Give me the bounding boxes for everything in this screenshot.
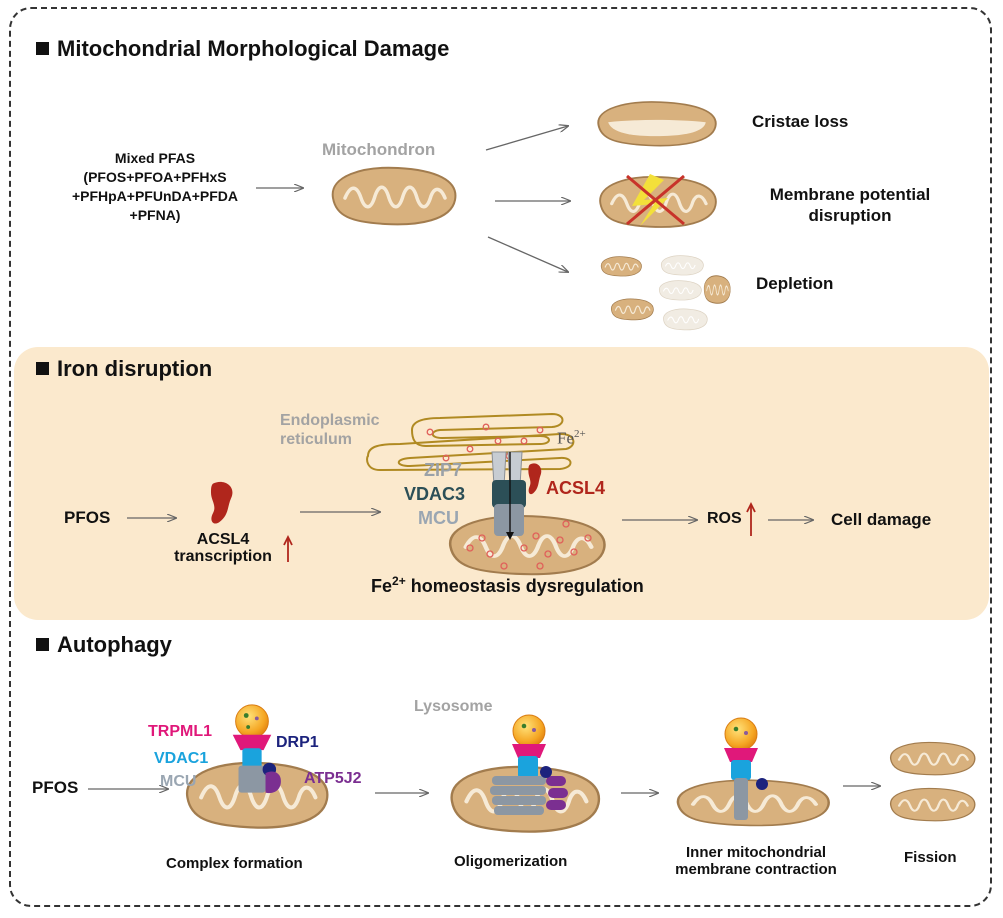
depletion-mito-5 [610,298,655,321]
iron-pfos-label: PFOS [64,508,111,527]
section-heading-iron: Iron disruption [36,356,212,382]
mixed-pfas-line-1: Mixed PFAS [114,150,196,166]
vdac1-label: VDAC1 [154,750,209,767]
heading-bullet-square [36,42,49,55]
acsl4-protein-icon [211,481,233,524]
er-label: Endoplasmic reticulum [280,411,380,449]
vdac3-label: VDAC3 [404,484,466,504]
membrane-potential-line-2: disruption [808,206,892,225]
lysosome-label: Lysosome [414,698,493,715]
cristae-loss-label: Cristae loss [752,112,849,131]
stage-oligomerization: Oligomerization [454,853,568,870]
iron-mitochondrion-icon [450,516,604,574]
mixed-pfas-label: Mixed PFAS (PFOS+PFOA+PFHxS +PFHpA+PFUnD… [70,149,240,225]
membrane-potential-label: Membrane potential disruption [738,184,962,226]
acsl4-label-right: ACSL4 [546,478,606,498]
cell-damage-label: Cell damage [831,510,932,529]
endoplasmic-reticulum-icon [366,412,575,472]
mcu-label-autophagy: MCU [160,773,197,790]
acsl4-bound-icon [528,463,542,495]
cristae-loss-mito-icon [597,101,717,147]
section-heading-autophagy: Autophagy [36,632,172,658]
vdac3-channel [492,480,526,508]
stage-contraction-line-1: Inner mitochondrial [685,844,826,861]
stage-contraction-line-2: membrane contraction [675,861,837,878]
er-label-line-2: reticulum [280,431,353,448]
depletion-mito-1 [600,256,643,277]
trpml1-drp1-complex-icon [232,704,282,794]
trpml1-label: TRPML1 [148,723,212,740]
autophagy-pfos-label: PFOS [32,778,79,797]
oligomer-complex-icon [490,714,568,815]
fission-mito-bottom [889,787,977,822]
zip7-channel [491,451,523,487]
fission-mito-top [889,741,977,776]
mitochondron-label: Mitochondron [322,140,436,159]
mixed-pfas-line-3: +PFHpA+PFUnDA+PFDA [71,188,239,204]
cross-line-2 [626,174,685,226]
outer-dashed-frame [9,7,992,907]
stage-contraction: Inner mitochondrial membrane contraction [664,844,848,878]
heading-bullet-square [36,362,49,375]
zip7-label: ZIP7 [424,460,463,480]
acsl4-label-left: ACSL4 [196,531,250,548]
homeostasis-label: Fe2+ homeostasis dysregulation [371,574,644,596]
ros-label: ROS [707,510,742,527]
er-label-line-1: Endoplasmic [280,412,380,429]
fe-ion-label: Fe2+ [557,428,586,448]
stage-fission: Fission [904,849,957,866]
depletion-mito-2 [660,255,704,276]
depletion-mito-4 [703,274,732,305]
stage-complex-formation: Complex formation [166,855,303,872]
arrow-to-depletion [487,236,568,272]
lightning-icon [632,174,668,226]
fe-ions-mito [466,520,592,570]
drp1-label: DRP1 [276,734,319,751]
depletion-label: Depletion [756,274,834,293]
mixed-pfas-line-2: (PFOS+PFOA+PFHxS [83,169,227,185]
depletion-mito-3 [658,280,702,301]
contraction-mito-icon [678,780,829,825]
section-heading-morphology: Mitochondrial Morphological Damage [36,36,449,62]
arrow-to-cristae-loss [485,126,568,151]
mitochondrion-icon [330,166,458,227]
heading-bullet-square [36,638,49,651]
membrane-potential-line-1: Membrane potential [769,185,931,204]
mcu-channel [494,504,524,536]
atp5j2-label: ATP5J2 [304,770,362,787]
contraction-complex-icon [724,717,768,820]
mixed-pfas-line-4: +PFNA) [129,207,181,223]
acsl4-transcription-label: ACSL4 transcription [160,531,286,565]
depletion-mito-6 [662,308,708,331]
mcu-label-iron: MCU [418,508,459,528]
transcription-label: transcription [174,548,272,565]
